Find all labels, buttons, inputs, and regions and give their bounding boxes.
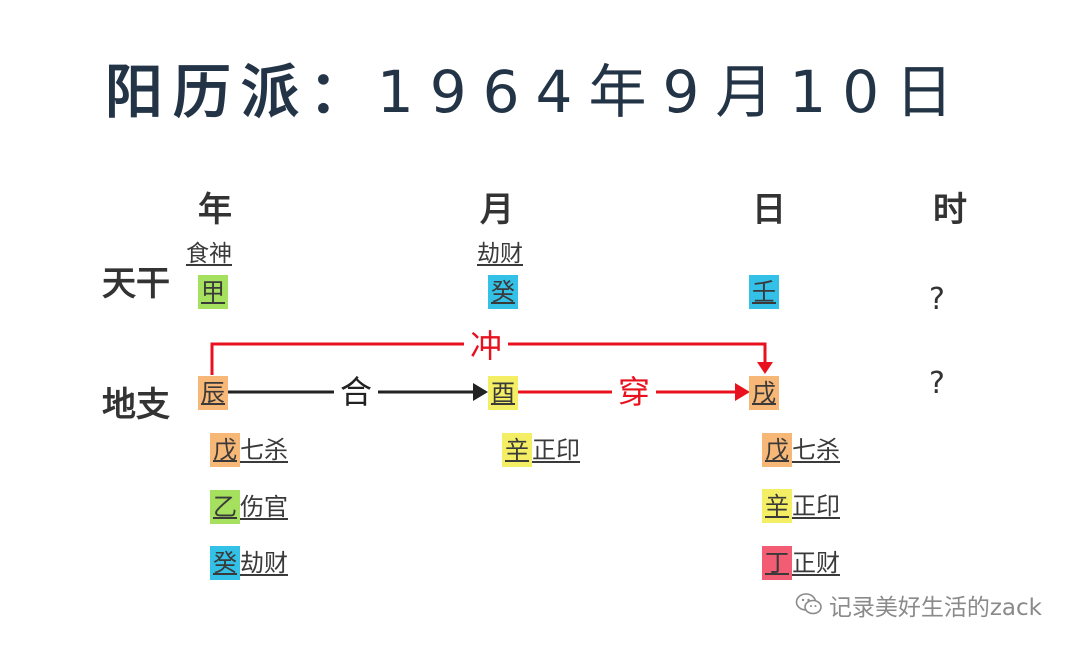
year-hidden-stem-1: 戊七杀 (210, 433, 288, 467)
year-branch: 辰 (198, 376, 228, 410)
row-header-heavenly-stems: 天干 (102, 264, 170, 304)
hidden-stem-god: 七杀 (240, 436, 288, 464)
combine-label: 合 (334, 372, 379, 412)
watermark-text: 记录美好生活的zack (828, 595, 1042, 621)
title-prefix: 阳历派： (104, 58, 377, 126)
year-hidden-stem-3: 癸劫财 (210, 546, 288, 580)
hour-stem-unknown: ? (929, 282, 945, 317)
year-hidden-stem-2: 乙伤官 (210, 490, 288, 524)
clash-arrowhead (757, 362, 773, 374)
harm-arrowhead (735, 383, 750, 401)
column-header-year: 年 (198, 190, 232, 230)
year-stem-god: 食神 (186, 241, 232, 267)
combine-arrowhead (473, 383, 488, 401)
hidden-stem: 辛 (762, 489, 792, 523)
row-header-earthly-branches: 地支 (102, 385, 170, 425)
month-hidden-stem-1: 辛正印 (502, 433, 580, 467)
harm-label: 穿 (612, 372, 657, 412)
day-branch: 戌 (749, 376, 779, 410)
day-stem: 壬 (749, 275, 779, 309)
column-header-hour: 时 (933, 190, 967, 230)
hidden-stem: 乙 (210, 490, 240, 524)
hidden-stem-god: 七杀 (792, 436, 840, 464)
hidden-stem: 丁 (762, 546, 792, 580)
wechat-icon (795, 592, 823, 624)
year-stem: 甲 (198, 275, 228, 309)
day-hidden-stem-2: 辛正印 (762, 489, 840, 523)
hidden-stem: 癸 (210, 546, 240, 580)
hidden-stem-god: 正印 (792, 492, 840, 520)
column-header-day: 日 (752, 190, 786, 230)
day-hidden-stem-3: 丁正财 (762, 546, 840, 580)
watermark: 记录美好生活的zack (795, 592, 1042, 624)
hidden-stem: 辛 (502, 433, 532, 467)
hidden-stem: 戊 (210, 433, 240, 467)
month-branch: 酉 (488, 376, 518, 410)
hour-branch-unknown: ? (929, 366, 945, 401)
hidden-stem-god: 伤官 (240, 493, 288, 521)
hidden-stem: 戊 (762, 433, 792, 467)
column-header-month: 月 (480, 190, 514, 230)
day-hidden-stem-1: 戊七杀 (762, 433, 840, 467)
hidden-stem-god: 劫财 (240, 549, 288, 577)
month-stem-god: 劫财 (477, 241, 523, 267)
clash-label: 冲 (464, 326, 509, 366)
month-stem: 癸 (488, 275, 518, 309)
hidden-stem-god: 正财 (792, 549, 840, 577)
page-title: 阳历派：1964年9月10日 (0, 56, 1074, 128)
title-date: 1964年9月10日 (376, 58, 970, 126)
hidden-stem-god: 正印 (532, 436, 580, 464)
